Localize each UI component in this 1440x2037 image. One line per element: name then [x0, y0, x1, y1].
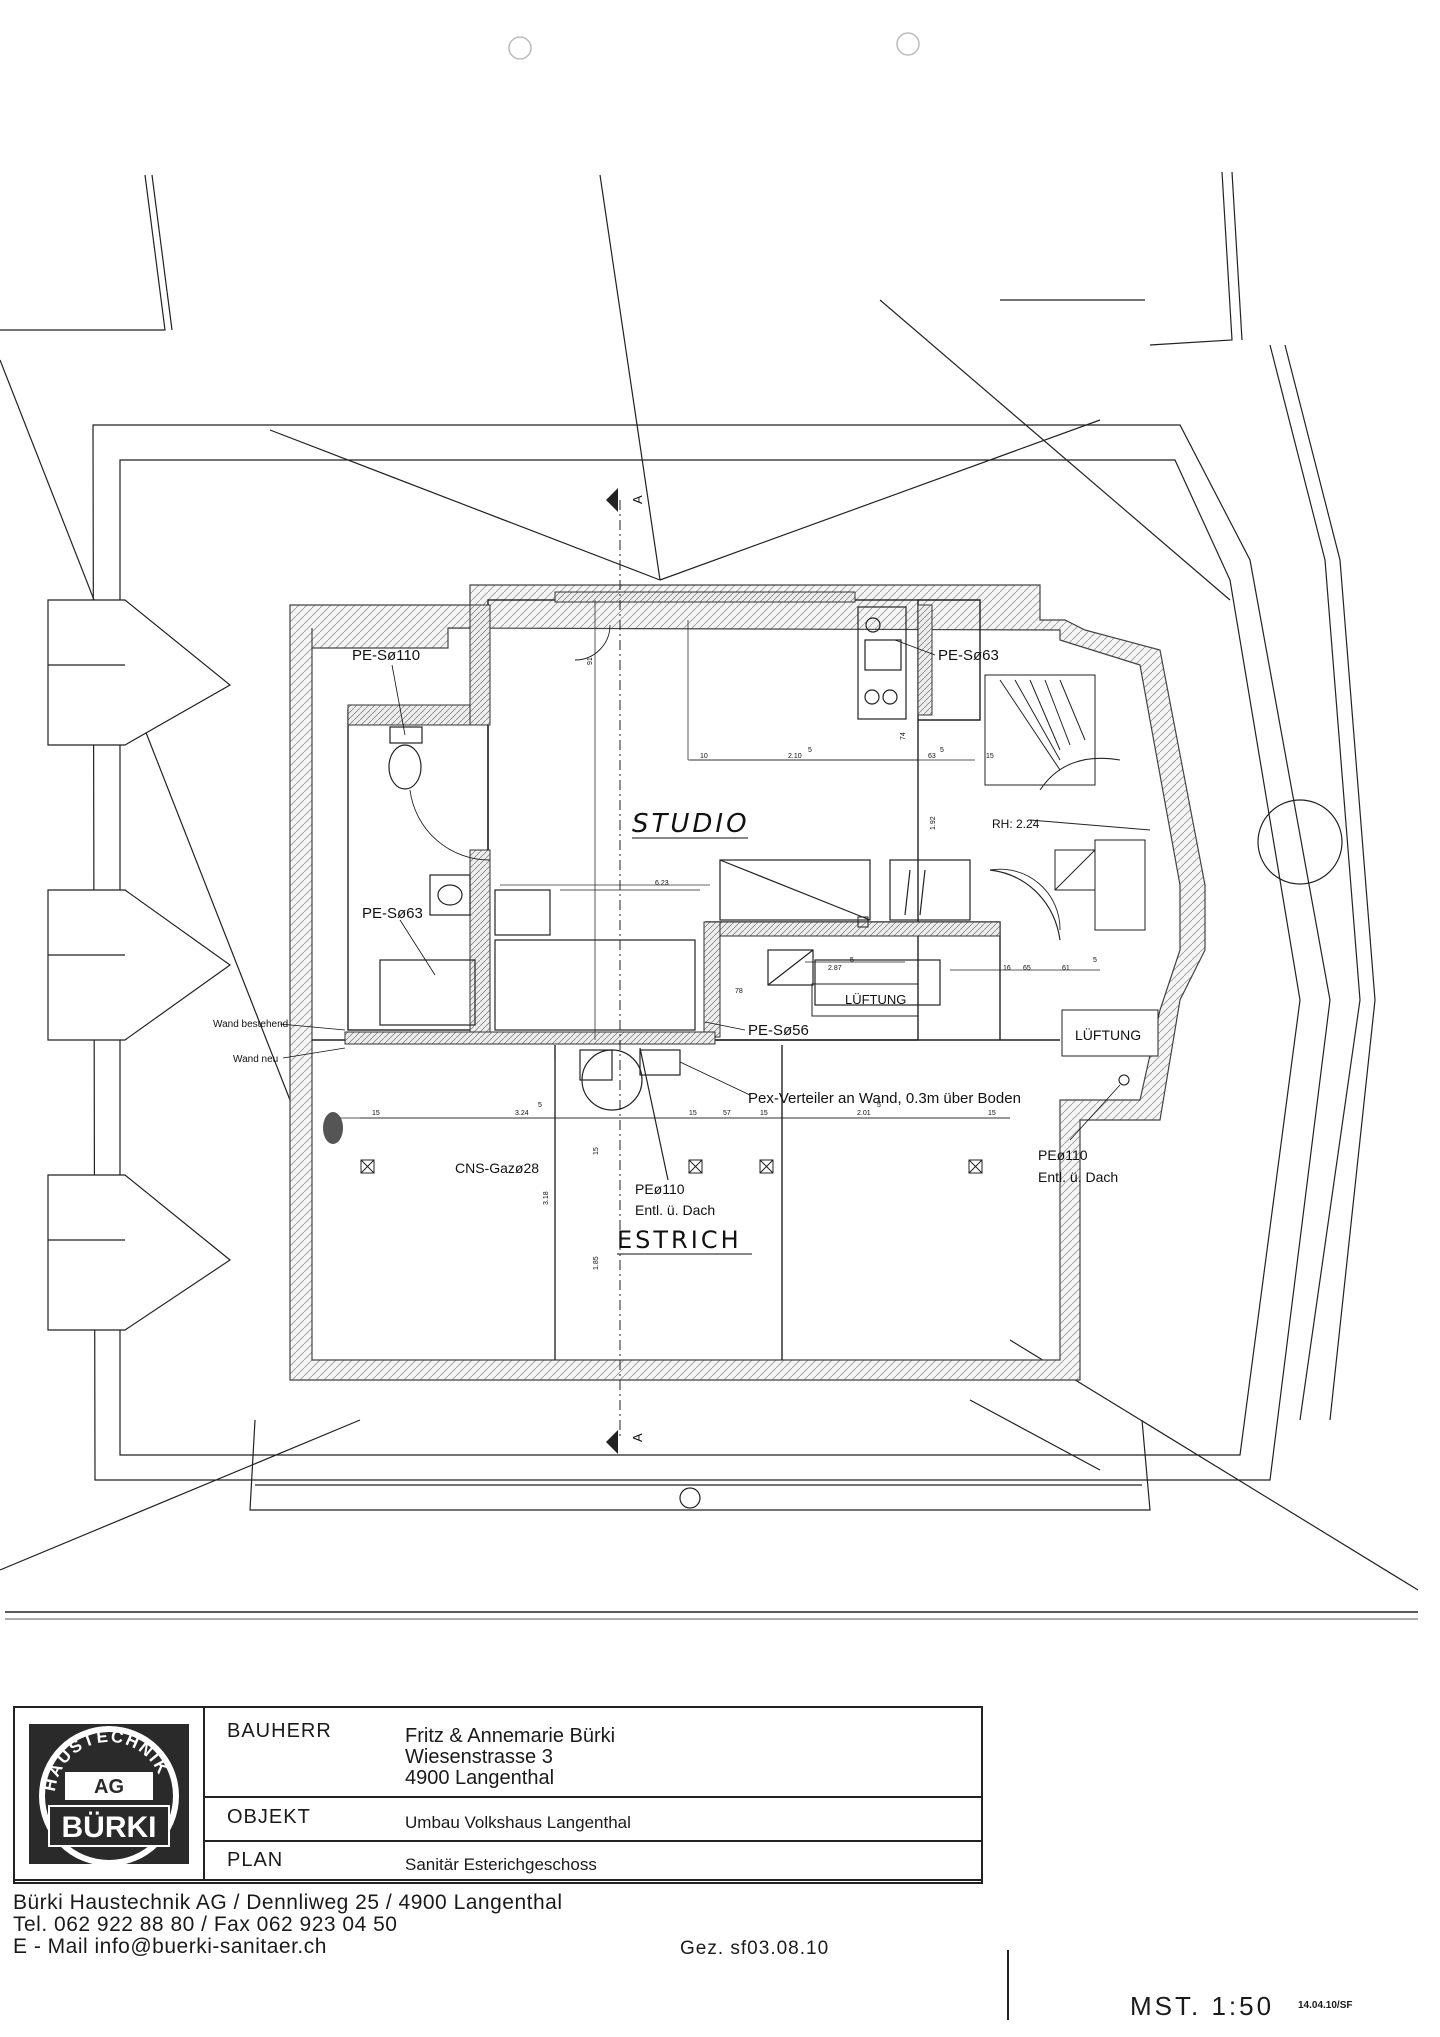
pipe-label-pe-s110: PE-Sø110 [352, 647, 420, 664]
dim-192: 1.92 [930, 816, 937, 830]
dim-16: 16 [1003, 965, 1011, 972]
dim-5e: 5 [538, 1102, 542, 1109]
bauherr-line-2: Wiesenstrasse 3 [405, 1746, 553, 1768]
section-marker-top: A [630, 495, 645, 504]
drain-circle [679, 1487, 701, 1509]
plan-row: PLAN Sanitär Esterichgeschoss [205, 1842, 981, 1878]
floor-plan-drawing: A A STUDIO ESTRICH PE-Sø110 PE-Sø63 PE-S… [0, 32, 1419, 1620]
ventilation-label-1: LÜFTUNG [845, 992, 906, 1007]
dim-201: 2.01 [857, 1110, 871, 1117]
dim-15d: 15 [760, 1110, 768, 1117]
bauherr-label: BAUHERR [227, 1720, 332, 1742]
wall-new-label: Wand neu [233, 1054, 278, 1065]
dim-15e: 15 [988, 1110, 996, 1117]
objekt-value: Umbau Volkshaus Langenthal [405, 1813, 631, 1832]
room-height-label: RH: 2.24 [992, 817, 1040, 831]
partitions [344, 591, 1001, 1045]
pipe-label-pe110-a-1: PEø110 [635, 1181, 685, 1197]
room-label-studio: STUDIO [632, 809, 750, 839]
plan-value: Sanitär Esterichgeschoss [405, 1855, 597, 1874]
pipe-label-pe-s63-kitchen: PE-Sø63 [938, 647, 999, 664]
dim-324: 3.24 [515, 1110, 529, 1117]
dim-5f: 5 [877, 1102, 881, 1109]
wall-existing-label: Wand bestehend [213, 1019, 288, 1030]
scale-label: MST. 1:50 [1130, 1991, 1275, 2021]
exterior-walls [289, 584, 1206, 1381]
title-block: HAUSTECHNIK AG BÜRKI BAUHERR Fritz & Ann… [13, 1706, 983, 1884]
gas-bottle-icon [323, 1112, 343, 1144]
objekt-label: OBJEKT [227, 1806, 311, 1828]
dim-63: 63 [928, 753, 936, 760]
dim-318: 3.18 [543, 1191, 550, 1205]
dim-61: 61 [1062, 965, 1070, 972]
dim-287: 2.87 [828, 965, 842, 972]
dim-5b: 5 [940, 747, 944, 754]
company-logo: HAUSTECHNIK AG BÜRKI [15, 1708, 205, 1879]
dim-185: 1.85 [593, 1256, 600, 1270]
dimension-lines [340, 759, 1100, 1119]
objekt-row: OBJEKT Umbau Volkshaus Langenthal [205, 1798, 981, 1842]
dim-15a: 15 [986, 753, 994, 760]
logo-ag-text: AG [94, 1776, 124, 1798]
bauherr-line-3: 4900 Langenthal [405, 1767, 555, 1789]
dim-5d: 5 [1093, 957, 1097, 964]
bauherr-line-1: Fritz & Annemarie Bürki [405, 1725, 616, 1747]
logo-name-text: BÜRKI [62, 1811, 157, 1844]
door-swings [409, 624, 1061, 931]
company-phone: Tel. 062 922 88 80 / Fax 062 923 04 50 [13, 1913, 398, 1936]
pipe-label-pe-s56: PE-Sø56 [748, 1022, 809, 1039]
dim-5a: 5 [808, 747, 812, 754]
dim-210: 2.10 [788, 753, 802, 760]
dim-91: 91 [587, 657, 594, 665]
company-email: E - Mail info@buerki-sanitaer.ch [13, 1935, 327, 1958]
pipe-label-pe-s63-bath: PE-Sø63 [362, 905, 423, 922]
fixtures [379, 606, 1061, 1181]
section-marker-bottom: A [630, 1433, 645, 1442]
crossed-markers [360, 916, 983, 1174]
plan-label: PLAN [227, 1849, 284, 1871]
dim-78: 78 [735, 988, 743, 995]
pipe-label-pe110-b-2: Entl. ü. Dach [1038, 1169, 1118, 1185]
section-arrow-top [606, 488, 618, 512]
building-outline [0, 171, 1419, 1591]
dim-10: 10 [700, 753, 708, 760]
staircase [984, 674, 1151, 931]
round-element [1257, 799, 1343, 885]
ventilation-label-2: LÜFTUNG [1075, 1026, 1141, 1043]
gables-left [47, 599, 232, 1331]
drawn-by: Gez. sf03.08.10 [680, 1938, 830, 1959]
vent-outlet-icon [1118, 1074, 1130, 1086]
dim-5c: 5 [850, 957, 854, 964]
dim-15c: 15 [689, 1110, 697, 1117]
logo-graphic: HAUSTECHNIK AG BÜRKI [29, 1724, 189, 1866]
pipe-label-pex: Pex-Verteiler an Wand, 0.3m über Boden [748, 1090, 1021, 1107]
pipe-label-pe110-a-2: Entl. ü. Dach [635, 1202, 715, 1218]
room-label-estrich: ESTRICH [617, 1226, 742, 1254]
title-divider [15, 1879, 981, 1881]
bauherr-row: BAUHERR Fritz & Annemarie Bürki Wiesenst… [205, 1708, 981, 1798]
section-arrow-bottom [606, 1430, 618, 1454]
separator [1007, 1950, 1009, 2020]
date-code: 14.04.10/SF [1298, 2000, 1353, 2011]
dim-623: 6.23 [655, 880, 669, 887]
dim-74: 74 [900, 732, 907, 740]
punch-holes [508, 32, 920, 60]
company-address: Bürki Haustechnik AG / Dennliweg 25 / 49… [13, 1891, 563, 1914]
company-info: Bürki Haustechnik AG / Dennliweg 25 / 49… [13, 1892, 983, 1958]
dim-57: 57 [723, 1110, 731, 1117]
dim-65: 65 [1023, 965, 1031, 972]
dim-15f: 15 [593, 1147, 600, 1155]
pipe-label-cns-gas: CNS-Gazø28 [455, 1160, 539, 1176]
pipe-label-pe110-b-1: PEø110 [1038, 1147, 1088, 1163]
dim-15b: 15 [372, 1110, 380, 1117]
